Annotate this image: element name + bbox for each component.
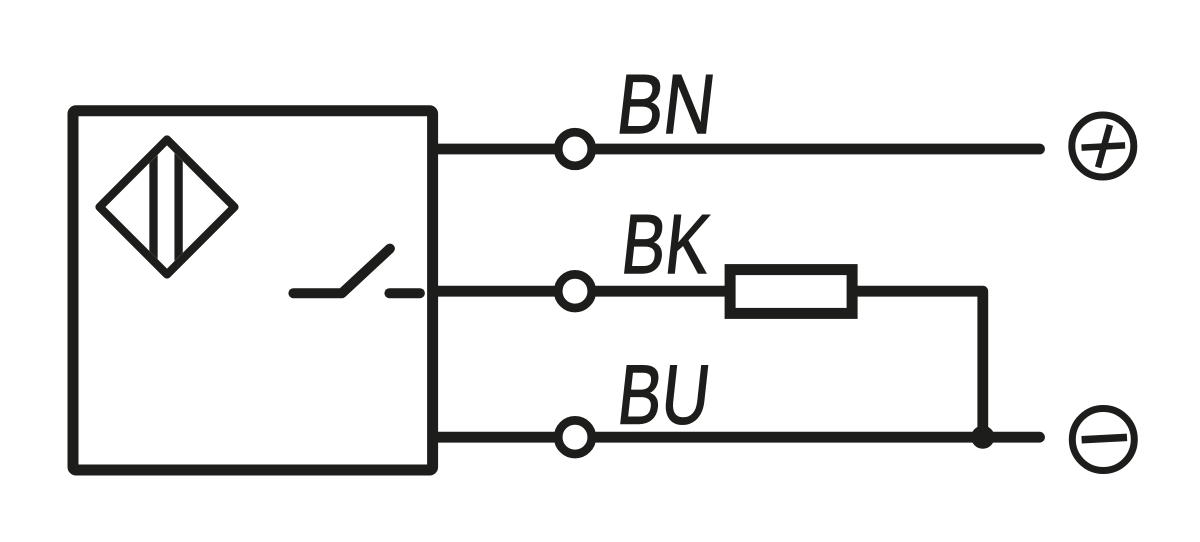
- svg-text:BN: BN: [612, 58, 720, 151]
- svg-text:BU: BU: [613, 349, 714, 442]
- svg-text:BK: BK: [617, 199, 715, 292]
